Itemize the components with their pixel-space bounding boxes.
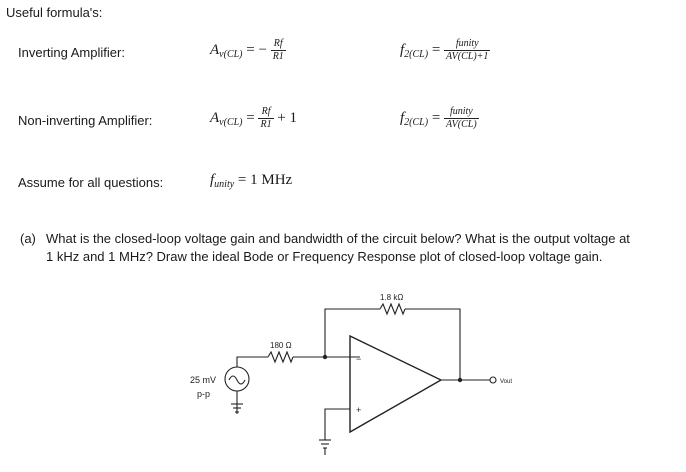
fraction-denominator: R1 xyxy=(260,119,272,130)
funity-formula: funity = 1 MHz xyxy=(210,172,292,190)
freq-subscript: 2(CL) xyxy=(404,48,429,60)
fraction-numerator: Rf xyxy=(270,38,286,51)
funity-subscript: unity xyxy=(214,179,235,190)
question-line-2: 1 kHz and 1 MHz? Draw the ideal Bode or … xyxy=(46,249,603,264)
question-line-1: What is the closed-loop voltage gain and… xyxy=(46,231,630,246)
funity-value: = 1 MHz xyxy=(237,172,293,188)
freq-symbol: f xyxy=(400,41,405,58)
funity-symbol: f xyxy=(210,172,215,188)
feedback-wire-right xyxy=(405,308,461,380)
noninverting-label: Non-inverting Amplifier: xyxy=(18,113,153,128)
r1-label: 180 Ω xyxy=(270,341,292,350)
equals-sign: = xyxy=(246,109,255,126)
equals-sign: = − xyxy=(246,41,267,58)
fraction-denominator: AV(CL)+1 xyxy=(446,51,489,62)
gain-subscript: v(CL) xyxy=(219,48,243,60)
inverting-label: Inverting Amplifier: xyxy=(18,45,125,60)
fraction-denominator: AV(CL) xyxy=(446,119,477,130)
equals-sign: = xyxy=(431,41,441,58)
source-unit: p-p xyxy=(197,389,210,399)
gain-subscript: v(CL) xyxy=(219,116,243,128)
assume-label: Assume for all questions: xyxy=(18,175,164,190)
opamp-symbol xyxy=(349,334,443,434)
noninverting-sign: + xyxy=(356,405,361,415)
fraction-numerator: funity xyxy=(444,106,479,119)
vout-label: Vout xyxy=(500,379,512,385)
feedback-resistor xyxy=(379,302,406,316)
inverting-sign: − xyxy=(356,354,361,364)
gain-symbol: A xyxy=(210,41,220,58)
junction-dot xyxy=(457,377,463,383)
fraction-denominator: R1 xyxy=(272,51,284,62)
gain-symbol: A xyxy=(210,109,220,126)
noninverting-input-wire xyxy=(324,408,350,440)
source-wire xyxy=(236,356,268,367)
feedback-wire-left xyxy=(324,308,380,340)
junction-dot xyxy=(322,354,328,360)
plus-one: + 1 xyxy=(277,109,298,126)
output-terminal xyxy=(489,376,497,384)
fraction-numerator: Rf xyxy=(258,106,274,119)
question-tag: (a) xyxy=(20,231,36,246)
input-resistor xyxy=(267,350,294,364)
sine-icon xyxy=(228,375,246,385)
freq-symbol: f xyxy=(400,109,405,126)
formula-heading: Useful formula's: xyxy=(6,5,103,20)
rf-label: 1.8 kΩ xyxy=(380,293,403,302)
source-value: 25 mV xyxy=(190,375,216,385)
equals-sign: = xyxy=(431,109,441,126)
freq-subscript: 2(CL) xyxy=(404,116,429,128)
fraction-numerator: funity xyxy=(444,38,491,51)
